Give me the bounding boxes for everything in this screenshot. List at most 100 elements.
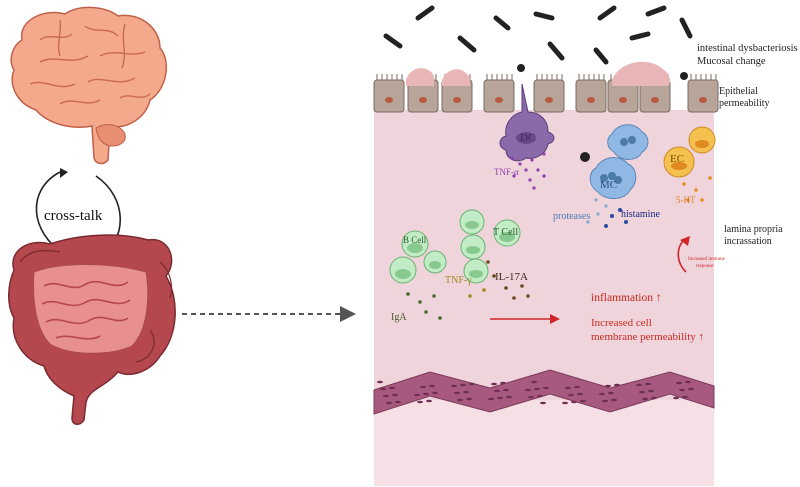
muscle-nucleus: [506, 395, 512, 399]
muscle-nucleus: [377, 380, 383, 384]
immune-arrow-head: [680, 236, 690, 246]
muscle-nucleus: [676, 381, 682, 385]
tnf-gamma-label: TNF-γ: [445, 275, 472, 286]
lamina-label-line1: lamina propria: [724, 224, 783, 235]
bacteria-dots: [517, 64, 688, 162]
epithelial-cell: [533, 79, 565, 113]
muscle-nucleus: [380, 387, 386, 391]
muscle-nucleus: [636, 383, 642, 387]
muscle-nucleus: [466, 397, 472, 401]
tissue-panel: [374, 110, 714, 486]
proteases-label: proteases: [553, 211, 591, 222]
muscle-nucleus: [454, 391, 460, 395]
epithelial-cell: [687, 79, 719, 113]
il17a-label: IL-17A: [495, 271, 528, 283]
muscle-nucleus: [457, 398, 463, 402]
muscle-nucleus: [605, 384, 611, 388]
dendritic-cell: [499, 83, 555, 162]
serotonin-label: 5-HT: [676, 195, 696, 205]
intestine-illustration: [8, 234, 176, 425]
muscle-nucleus: [577, 392, 583, 396]
muscle-nucleus: [531, 380, 537, 384]
muscle-nucleus: [571, 400, 577, 404]
iga-label: IgA: [391, 312, 407, 323]
lymphocyte-secretion-dots: [406, 260, 530, 320]
muscle-nucleus: [463, 390, 469, 394]
muscle-nucleus: [580, 399, 586, 403]
muscle-nucleus: [679, 388, 685, 392]
muscle-nucleus: [648, 389, 654, 393]
muscle-nucleus: [423, 392, 429, 396]
epithelial-label-line1: Epithelial: [719, 86, 758, 97]
muscle-nucleus: [685, 380, 691, 384]
muscle-nucleus: [491, 382, 497, 386]
inflammation-label: inflammation ↑: [591, 292, 662, 304]
epithelial-nucleus: [619, 97, 627, 103]
epithelial-nucleus: [651, 97, 659, 103]
bacteria: [383, 5, 693, 65]
muscle-nucleus: [497, 396, 503, 400]
epithelial-nucleus: [385, 97, 393, 103]
muscle-nucleus: [469, 382, 475, 386]
muscle-nucleus: [688, 387, 694, 391]
dashed-arrow: [182, 306, 356, 322]
inflammation-arrow-head: [550, 314, 560, 324]
mast-cell: [589, 124, 649, 199]
muscle-nucleus: [494, 389, 500, 393]
muscle-nucleus: [420, 385, 426, 389]
b-cell-label: B Cell: [403, 235, 427, 245]
muscle-nucleus: [543, 386, 549, 390]
red-effect-arrows: [490, 239, 687, 320]
permeability-label-line2: membrane permeability ↑: [591, 331, 705, 343]
muscle-nucleus: [574, 385, 580, 389]
muscle-nucleus: [503, 388, 509, 392]
immune-response-label-line2: response: [696, 264, 714, 269]
epithelial-cell: [575, 79, 607, 113]
brain-illustration: [10, 6, 168, 165]
histamine-label: histamine: [621, 209, 660, 220]
immune-response-label-line1: Increased immune: [688, 257, 725, 262]
epithelial-nucleus: [545, 97, 553, 103]
muscle-nucleus: [488, 397, 494, 401]
muscle-nucleus: [614, 383, 620, 387]
muscle-nucleus: [389, 386, 395, 390]
ec-secretion-dots: [682, 176, 712, 202]
dc-secretion-dots: [510, 152, 546, 190]
muscle-nucleus: [432, 391, 438, 395]
muscle-nucleus: [395, 400, 401, 404]
muscle-nucleus: [642, 397, 648, 401]
muscle-nucleus: [386, 401, 392, 405]
muscle-nucleus: [565, 386, 571, 390]
enterochromaffin-cell: [663, 126, 716, 178]
muscle-nucleus: [528, 395, 534, 399]
muscle-nucleus: [611, 398, 617, 402]
epithelial-label-line2: permeability: [719, 98, 770, 109]
permeability-label-line1: Increased cell: [591, 317, 652, 329]
muscle-nucleus: [537, 394, 543, 398]
muscle-nucleus: [651, 396, 657, 400]
epithelial-nucleus: [419, 97, 427, 103]
lamina-label-line2: incrassation: [724, 236, 772, 247]
muscle-nucleus: [460, 383, 466, 387]
dc-label: DC: [520, 132, 536, 144]
mc-secretion-dots: [586, 198, 628, 228]
muscle-nucleus: [602, 399, 608, 403]
epithelial-cell: [483, 79, 515, 113]
muscle-nucleus: [599, 392, 605, 396]
epithelial-cell: [373, 79, 405, 113]
muscle-nucleus: [414, 393, 420, 397]
t-cell-label: T Cell: [493, 227, 519, 238]
muscle-nucleus: [392, 393, 398, 397]
epithelial-nucleus: [453, 97, 461, 103]
muscle-nucleus: [562, 401, 568, 405]
ec-label: EC: [670, 153, 685, 165]
muscle-nucleus: [645, 382, 651, 386]
epithelial-nucleus: [495, 97, 503, 103]
muscle-nucleus: [525, 388, 531, 392]
muscle-nucleus: [426, 399, 432, 403]
muscle-nucleus: [417, 400, 423, 404]
b-cells: [389, 230, 447, 284]
muscle-nucleus: [534, 387, 540, 391]
muscle-nucleus: [500, 381, 506, 385]
